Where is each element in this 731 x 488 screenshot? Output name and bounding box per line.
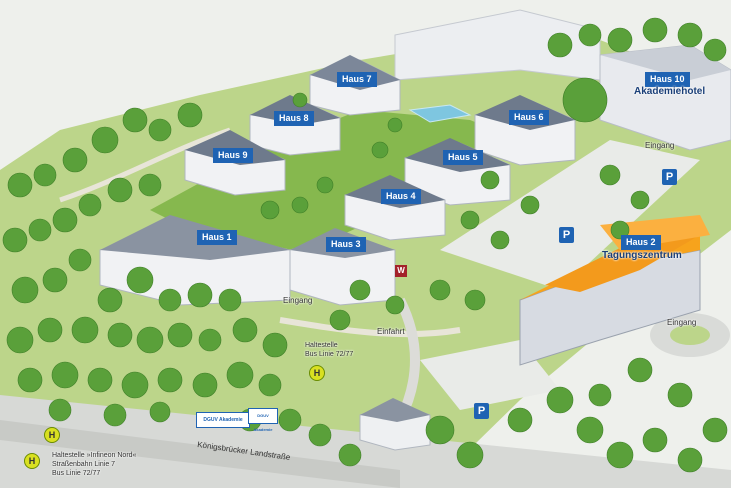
haus9-tag[interactable]: Haus 9 [213, 148, 253, 163]
dguv-sign: DGUV Akademie [196, 412, 250, 428]
haus10-tag[interactable]: Haus 10 [645, 72, 690, 87]
eingang-haus1-label: Eingang [283, 296, 313, 305]
wc-icon: W [395, 265, 407, 277]
haus6-tag[interactable]: Haus 6 [509, 110, 549, 125]
haus4-tag[interactable]: Haus 4 [381, 189, 421, 204]
einfahrt-label: Einfahrt [377, 327, 405, 336]
parking-area [440, 140, 700, 290]
dguv-sign-2: DGUV Akademie [248, 408, 278, 432]
haltestelle-bus-label: Haltestelle Bus Linie 72/77 [305, 342, 354, 358]
pool [408, 104, 472, 123]
parking-icon-1[interactable]: P [662, 169, 677, 185]
parking-icon-3[interactable]: P [474, 403, 489, 419]
central-lawn [150, 110, 520, 260]
bus-stop-icon[interactable]: H [309, 365, 325, 381]
parking-icon-2[interactable]: P [559, 227, 574, 243]
footpath-2 [279, 317, 461, 338]
trees [2, 17, 728, 473]
eingang-hotel-label: Eingang [645, 141, 675, 150]
haus7-tag[interactable]: Haus 7 [337, 72, 377, 87]
akademiehotel-label: Akademiehotel [634, 86, 706, 97]
haus3-tag[interactable]: Haus 3 [326, 237, 366, 252]
stop-infineon-label: Haltestelle »Infineon Nord« Straßenbahn … [52, 452, 137, 477]
haus8-tag[interactable]: Haus 8 [274, 111, 314, 126]
haus1-tag[interactable]: Haus 1 [197, 230, 237, 245]
tagungszentrum-label: Tagungszentrum [602, 250, 682, 261]
footpath [59, 127, 231, 203]
haus2-tag[interactable]: Haus 2 [621, 235, 661, 250]
stop-legend-icon: H [24, 453, 40, 469]
haus5-tag[interactable]: Haus 5 [443, 150, 483, 165]
eingang-tagung-label: Eingang [667, 318, 697, 327]
tram-track [0, 420, 400, 488]
tram-stop-icon[interactable]: H [44, 427, 60, 443]
